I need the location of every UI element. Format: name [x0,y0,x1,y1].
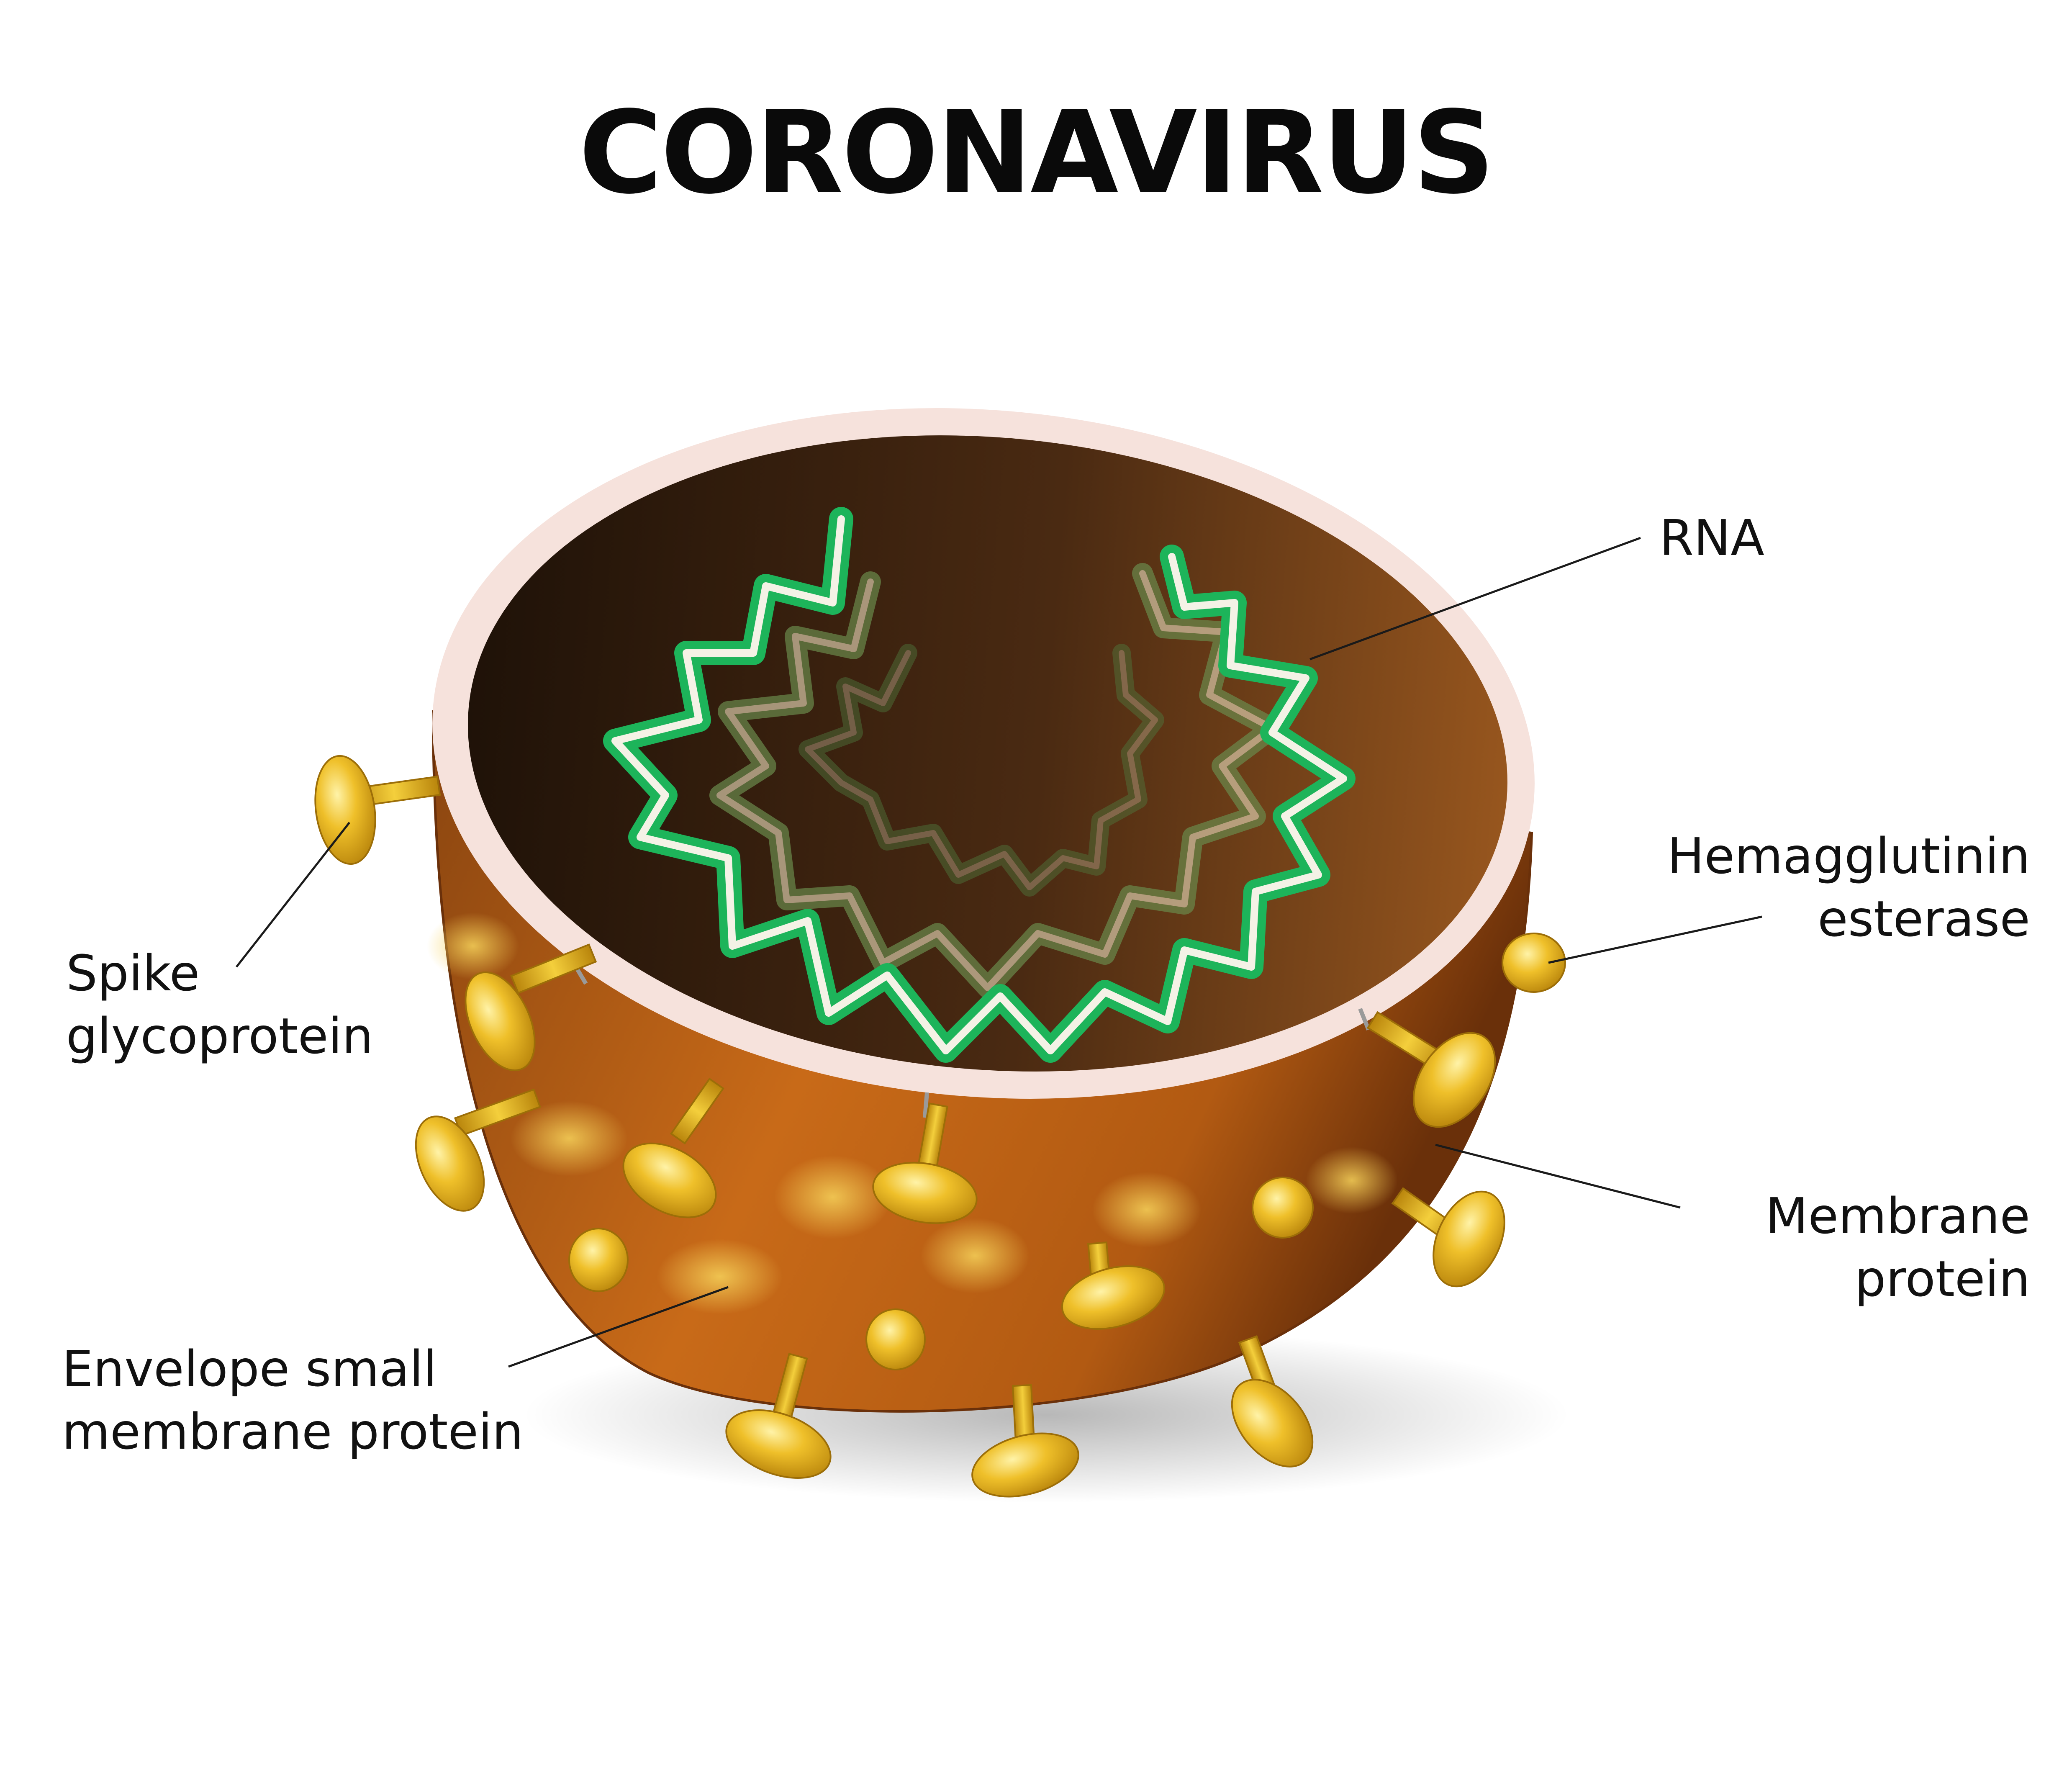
label-envelope-line-2: membrane protein [62,1403,524,1460]
rna-strand-outer [603,507,1356,1063]
label-rna-line: RNA [1659,509,1764,567]
label-hemagglutinin-line-2: esterase [1818,890,2030,948]
label-membrane-line-2: protein [1854,1250,2030,1308]
label-membrane-line-1: Membrane [1765,1187,2030,1245]
label-hemagglutinin-line-1: Hemagglutinin [1667,827,2030,885]
label-rna: RNA [1659,506,1764,569]
label-spike-line-2: glycoprotein [66,1007,374,1065]
rna-strand-inner [799,644,1164,897]
leader-line-spike [236,822,350,968]
leader-lines [236,537,1762,1368]
diagram-title: CORONAVIRUS [578,87,1495,219]
label-spike-line-1: Spike [66,944,200,1002]
label-hemagglutinin-esterase: Hemagglutinin esterase [1667,825,2030,950]
label-spike-glycoprotein: Spike glycoprotein [66,942,373,1067]
leader-line-membrane [1435,1144,1681,1209]
envelope-small-membrane-proteins [427,912,1398,1314]
label-membrane-protein: Membrane protein [1766,1185,2030,1310]
leader-line-rna [1309,537,1641,661]
leader-line-hemagglutinin [1548,915,1762,964]
label-envelope-small-membrane-protein: Envelope small membrane protein [62,1337,524,1463]
spike-glycoproteins [314,755,1566,1498]
leader-line-envelope [508,1286,729,1368]
label-envelope-line-1: Envelope small [62,1340,437,1398]
rna-strands [603,507,1356,1063]
